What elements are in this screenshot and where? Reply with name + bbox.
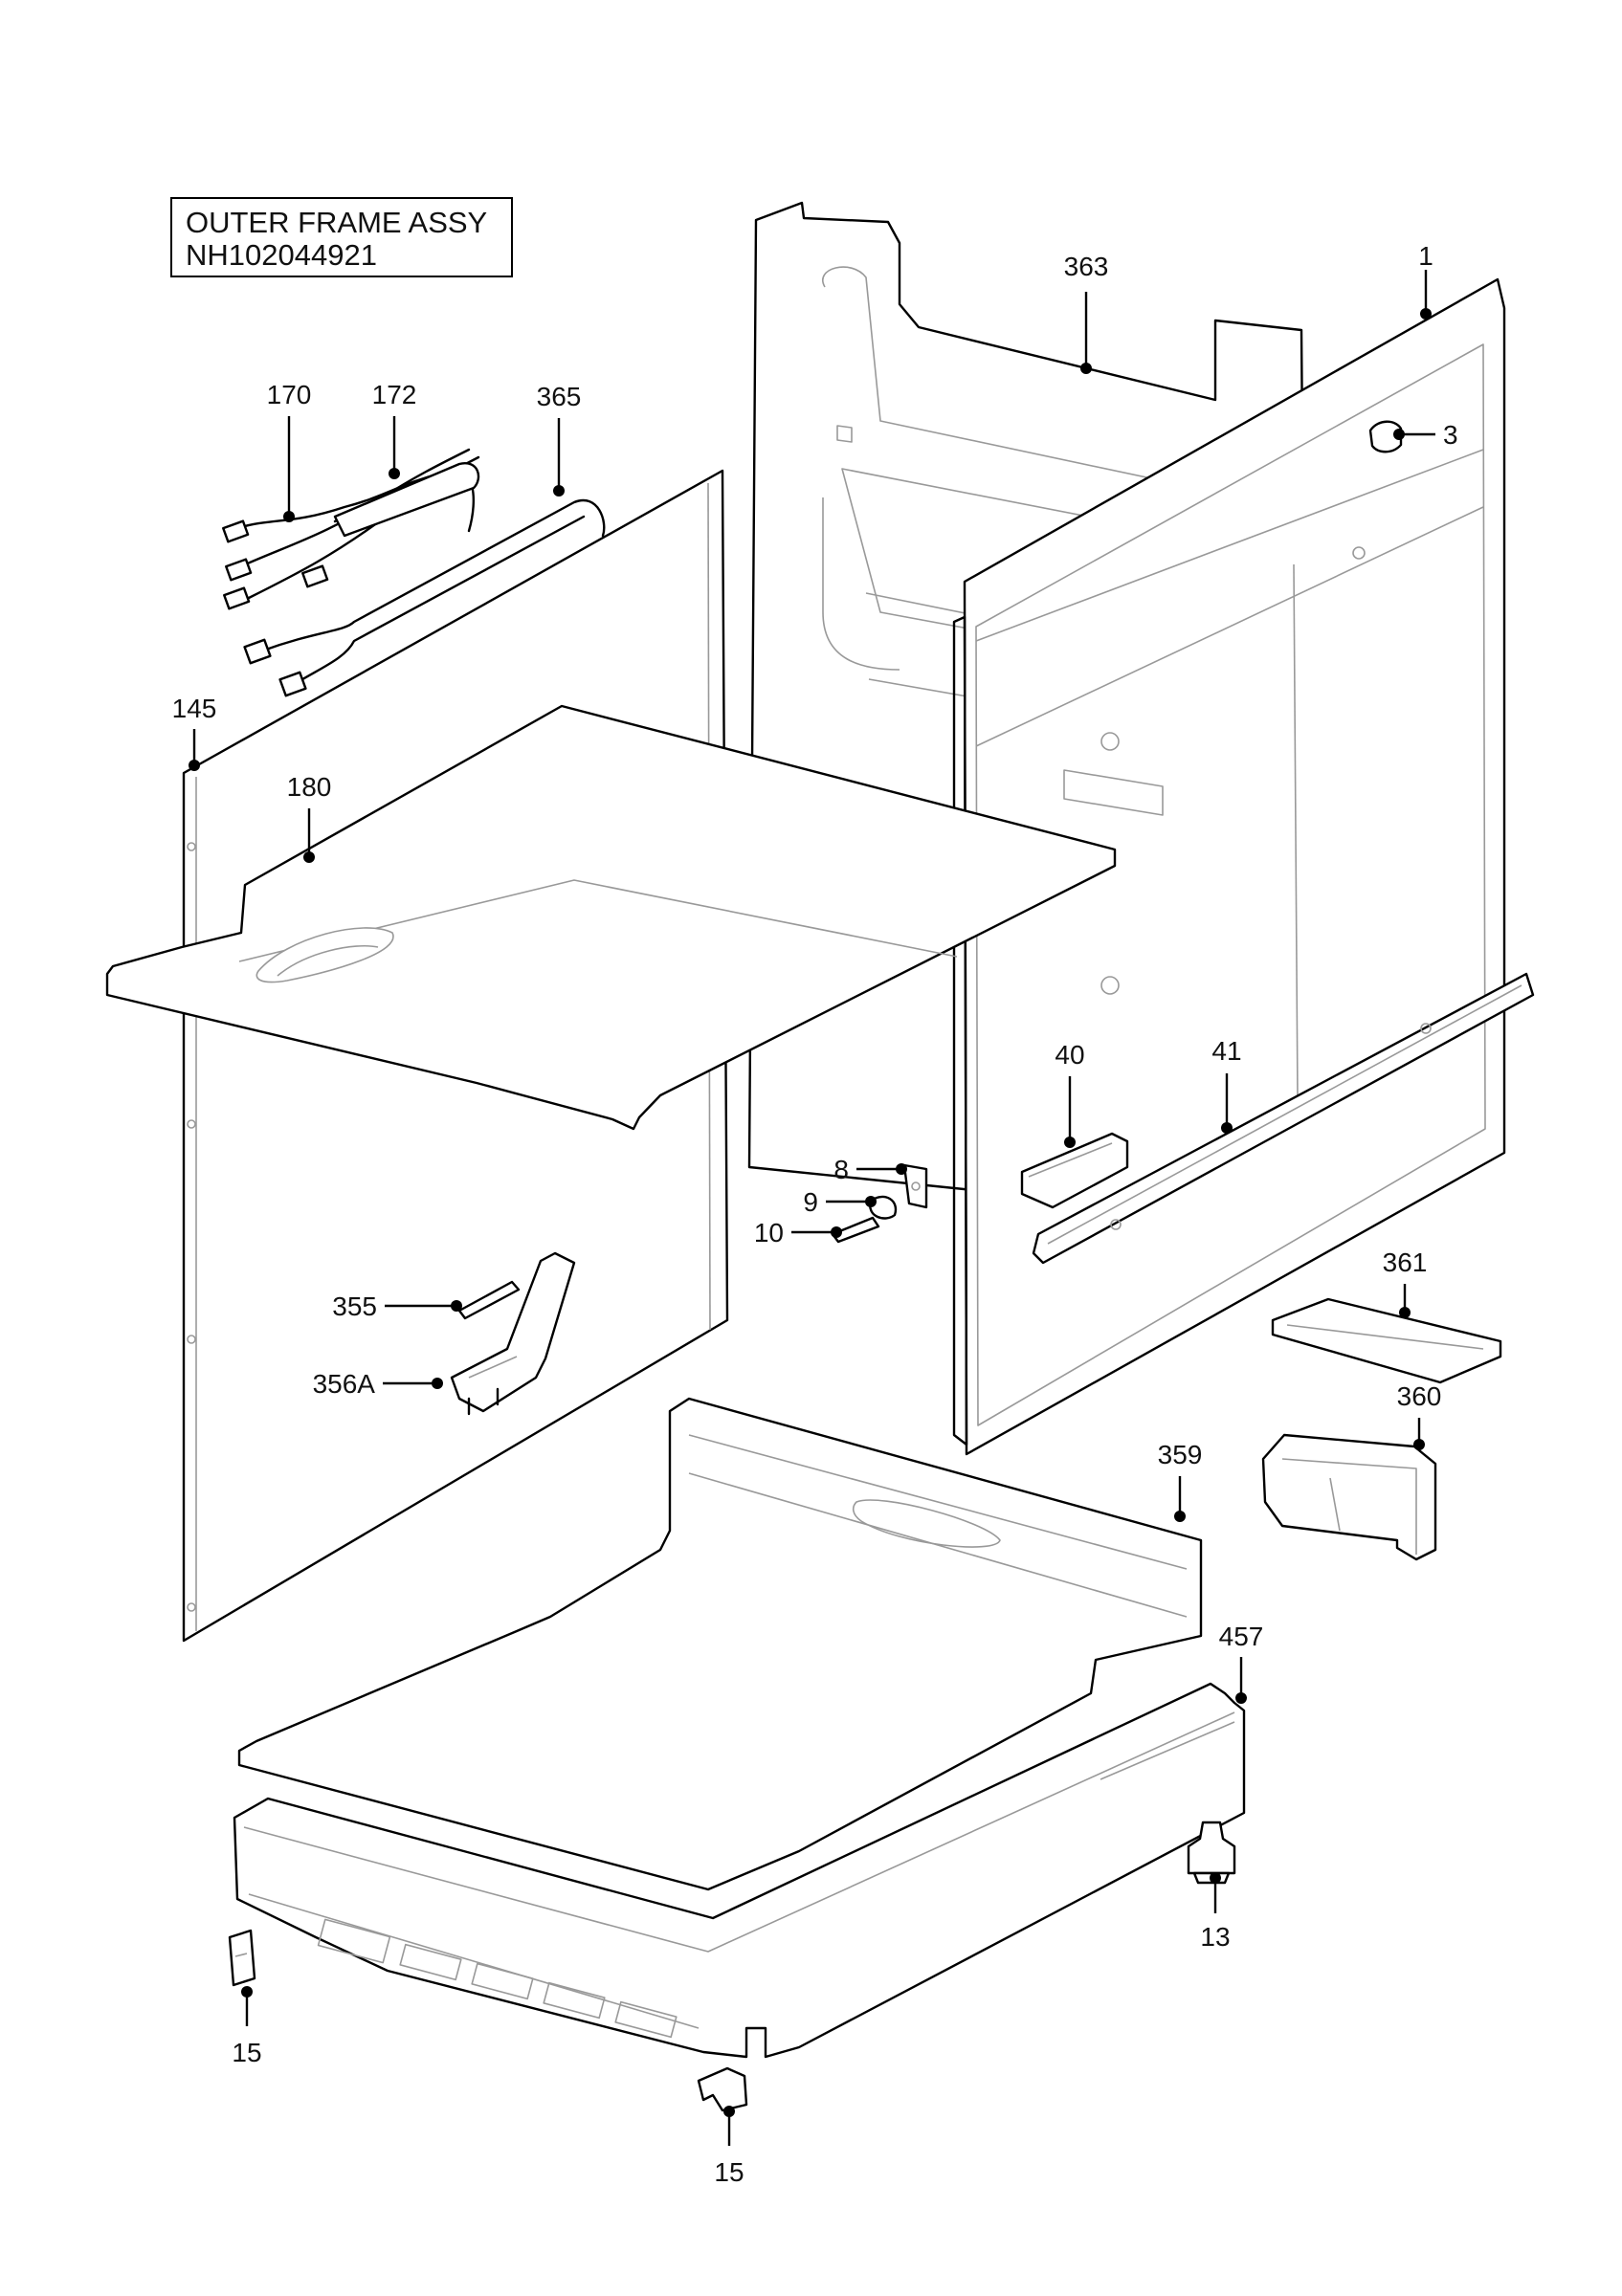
cover-361-drawing — [1271, 1297, 1502, 1384]
callout-15a: 15 — [232, 1986, 262, 2067]
bracket-40-drawing — [1020, 1132, 1129, 1209]
assembly-title-box: OUTER FRAME ASSY NH102044921 — [170, 197, 513, 277]
callout-label-365: 365 — [537, 382, 582, 411]
callout-label-457: 457 — [1219, 1622, 1264, 1651]
callout-359: 359 — [1158, 1440, 1203, 1522]
assembly-code: NH102044921 — [186, 238, 377, 272]
callout-361: 361 — [1383, 1247, 1428, 1318]
callout-label-10: 10 — [754, 1218, 784, 1247]
callout-15b: 15 — [714, 2106, 744, 2187]
callout-label-359: 359 — [1158, 1440, 1203, 1469]
callout-172: 172 — [372, 380, 417, 479]
callout-label-41: 41 — [1211, 1036, 1241, 1066]
callout-356A: 356A — [313, 1369, 443, 1399]
callout-365: 365 — [537, 382, 582, 497]
callout-label-40: 40 — [1055, 1040, 1084, 1070]
callout-1: 1 — [1418, 241, 1433, 320]
callout-label-170: 170 — [267, 380, 312, 409]
wiring-harness-365-drawing — [243, 498, 606, 697]
top-panel-drawing — [105, 704, 1117, 1131]
base-tray-drawing — [237, 1397, 1203, 1891]
callout-355: 355 — [332, 1292, 462, 1321]
callout-label-15b: 15 — [714, 2157, 744, 2187]
callout-363: 363 — [1064, 252, 1109, 374]
callout-label-180: 180 — [287, 772, 332, 802]
bumper-3-drawing — [1368, 420, 1403, 453]
callout-9: 9 — [803, 1187, 877, 1217]
assembly-name: OUTER FRAME ASSY — [186, 206, 488, 239]
callout-label-361: 361 — [1383, 1247, 1428, 1277]
rail-41-drawing — [1032, 972, 1535, 1265]
front-base-frame-drawing — [233, 1682, 1246, 2059]
callout-180: 180 — [287, 772, 332, 863]
callout-457: 457 — [1219, 1622, 1264, 1704]
box-360-drawing — [1261, 1433, 1437, 1561]
callout-label-172: 172 — [372, 380, 417, 409]
callout-13: 13 — [1200, 1872, 1231, 1952]
callout-41: 41 — [1211, 1036, 1242, 1134]
callout-170: 170 — [267, 380, 312, 522]
callout-label-356A: 356A — [313, 1369, 376, 1399]
callout-label-9: 9 — [803, 1187, 818, 1217]
clip-15a-drawing — [228, 1929, 256, 1987]
callout-label-8: 8 — [833, 1155, 849, 1184]
callout-label-355: 355 — [332, 1292, 377, 1321]
hinge-assembly-356A-drawing — [450, 1251, 576, 1416]
clip-15b-drawing — [697, 2066, 748, 2112]
callout-8: 8 — [833, 1155, 907, 1184]
callout-3: 3 — [1393, 420, 1458, 450]
callout-label-145: 145 — [172, 694, 217, 723]
callout-label-1: 1 — [1418, 241, 1433, 271]
callout-label-363: 363 — [1064, 252, 1109, 281]
callout-label-360: 360 — [1397, 1381, 1442, 1411]
callout-145: 145 — [172, 694, 217, 771]
callout-label-15a: 15 — [232, 2038, 261, 2067]
callout-label-3: 3 — [1443, 420, 1458, 450]
callout-label-13: 13 — [1200, 1922, 1230, 1952]
callout-40: 40 — [1055, 1040, 1085, 1148]
pin-355-drawing — [457, 1280, 521, 1320]
callout-10: 10 — [754, 1218, 842, 1247]
callout-360: 360 — [1397, 1381, 1442, 1450]
wiring-harness-170-172-drawing — [222, 448, 480, 610]
